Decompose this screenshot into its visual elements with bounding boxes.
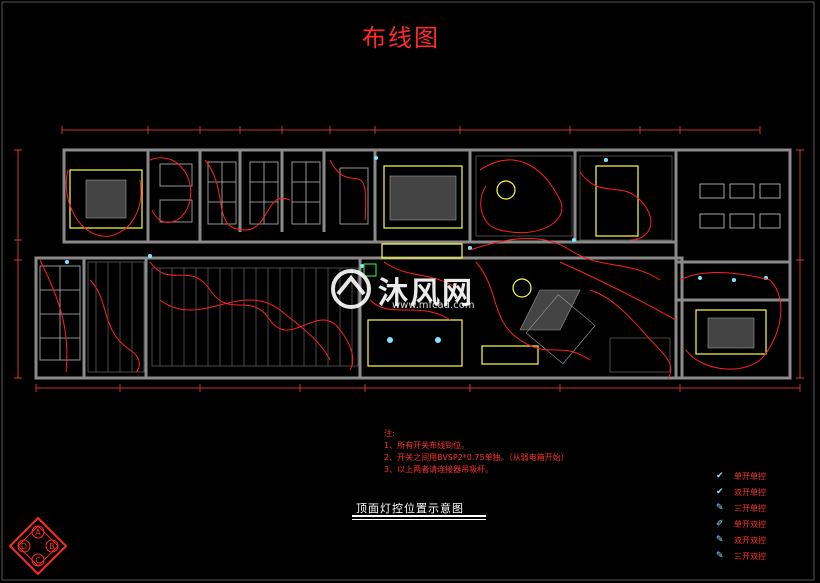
legend-label: 三开双控 xyxy=(734,551,766,561)
ceiling-hatch xyxy=(87,155,673,373)
walls xyxy=(34,148,792,380)
legend-item: ✔ 双开单控 xyxy=(716,484,766,500)
decorative-panels xyxy=(85,175,755,365)
drawing-caption: 顶面灯控位置示意图 xyxy=(356,502,464,515)
drawing-notes: 注: 1、所有开关布线到位。 2、开关之间用BVSP2*0.75单独。（从弱电箱… xyxy=(384,428,569,476)
note-line: 1、所有开关布线到位。 xyxy=(384,441,470,450)
caption-underline xyxy=(352,515,486,517)
compass-icon: A B C D xyxy=(8,516,68,576)
legend-label: 三开单控 xyxy=(734,503,766,513)
legend-item: ✎ 三开双控 xyxy=(716,548,766,564)
legend-label: 双开单控 xyxy=(734,487,766,497)
notes-heading: 注: xyxy=(384,429,395,438)
caption-underline-thin xyxy=(352,519,486,520)
note-line: 3、以上两者请连接器吊吸杆。 xyxy=(384,465,494,474)
note-line: 2、开关之间用BVSP2*0.75单独。（从弱电箱开始） xyxy=(384,453,569,462)
compass-letter: D xyxy=(21,542,27,551)
switch-triple-icon: ✎ xyxy=(716,503,724,513)
legend-label: 双开双控 xyxy=(734,535,766,545)
legend-item: ✎ 三开单控 xyxy=(716,500,766,516)
watermark-logo-icon xyxy=(331,269,371,309)
watermark-brand: 沐风网 xyxy=(378,276,474,311)
watermark-url: www.mfcad.com xyxy=(392,300,475,311)
legend: ✔ 单开单控 ✔ 双开单控 ✎ 三开单控 ✐ 单开双控 ✎ 双开双控 ✎ 三开双控 xyxy=(716,468,766,564)
light-fixtures xyxy=(69,165,767,367)
switch-triple-dual-icon: ✎ xyxy=(716,551,724,561)
selection-marker xyxy=(363,263,377,277)
legend-item: ✐ 单开双控 xyxy=(716,516,766,532)
ceiling-grid xyxy=(39,161,369,361)
legend-item: ✎ 双开双控 xyxy=(716,532,766,548)
switch-markers xyxy=(65,156,768,343)
compass-letter: A xyxy=(35,528,41,537)
compass-letter: C xyxy=(35,556,41,565)
legend-label: 单开单控 xyxy=(734,471,766,481)
compass-letter: B xyxy=(49,542,55,551)
legend-label: 单开双控 xyxy=(734,519,766,529)
switch-double-icon: ✔ xyxy=(716,487,724,497)
drawing-title: 布线图 xyxy=(362,24,440,52)
switch-double-dual-icon: ✎ xyxy=(716,535,724,545)
bottom-dimension-line xyxy=(35,384,801,392)
left-dimension-line xyxy=(14,149,22,379)
right-dimension-line xyxy=(796,149,804,379)
top-dimension-line xyxy=(61,126,761,134)
wiring-runs xyxy=(39,157,782,379)
switch-single-dual-icon: ✐ xyxy=(716,519,724,529)
legend-item: ✔ 单开单控 xyxy=(716,468,766,484)
restroom-fixtures xyxy=(699,183,781,229)
switch-single-icon: ✔ xyxy=(716,471,724,481)
